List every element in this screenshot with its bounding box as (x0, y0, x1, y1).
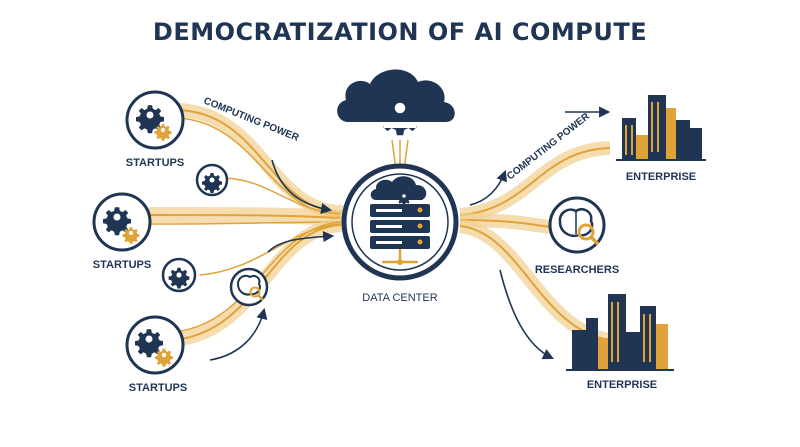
small-gear-node-2 (161, 257, 197, 293)
arrow-icon (499, 269, 555, 360)
page-title: DEMOCRATIZATION OF AI COMPUTE (152, 18, 648, 46)
gear-icon (154, 124, 172, 141)
enterprise-label-1: ENTERPRISE (626, 171, 696, 183)
flow-streams-left (142, 103, 348, 347)
arrow-icon (209, 307, 268, 361)
startups-label-1: STARTUPS (126, 157, 184, 169)
brain-search-icon (236, 274, 264, 301)
cloud-gear-icon (337, 69, 455, 136)
small-gear-node-1 (195, 163, 229, 197)
researchers-node (548, 196, 606, 254)
startups-label-3: STARTUPS (129, 382, 187, 394)
startup-node-2 (92, 192, 152, 252)
brain-node-small (229, 267, 269, 307)
brain-search-icon (558, 207, 600, 246)
arrow-icon (271, 159, 333, 215)
gear-icon (202, 173, 222, 193)
startup-node-3 (125, 315, 185, 375)
arrow-icon (267, 230, 335, 253)
city-buildings-icon (566, 294, 674, 371)
startups-label-2: STARTUPS (93, 259, 151, 271)
data-center-label: DATA CENTER (362, 292, 437, 304)
city-buildings-icon (616, 95, 706, 161)
researchers-label: RESEARCHERS (535, 264, 619, 276)
startup-node-1 (125, 90, 185, 150)
arrow-icon (469, 169, 508, 206)
arrows (209, 106, 611, 361)
data-center-node (341, 163, 459, 281)
server-rack-icon (370, 176, 430, 265)
enterprise-label-2: ENTERPRISE (587, 379, 657, 391)
